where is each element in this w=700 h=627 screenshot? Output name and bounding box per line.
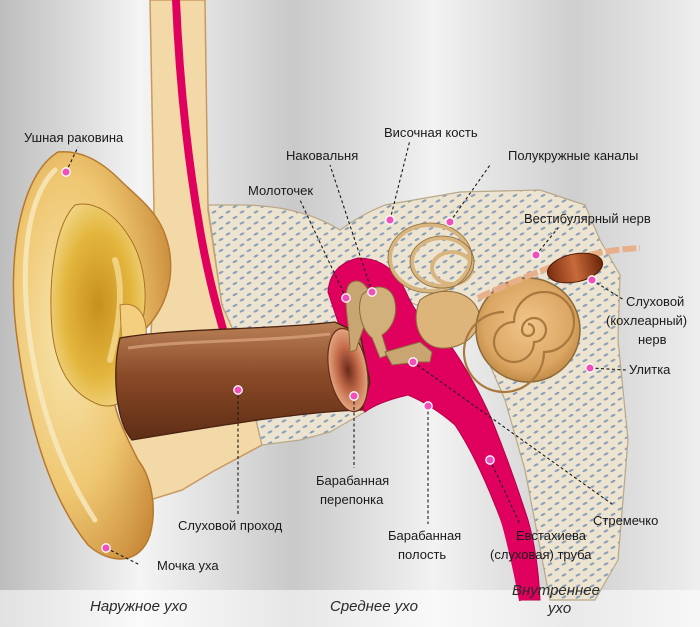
leader-lines [65,139,627,566]
zone-outer-ear: Наружное ухо [90,598,187,615]
cochlear-nerve-bundle [546,252,604,284]
label-cochlear-nerve-line2: (кохлеарный) [606,313,687,328]
label-semicircular-canals: Полукружные каналы [508,148,638,163]
label-malleus: Молоточек [248,183,313,198]
label-earlobe: Мочка уха [157,558,219,573]
label-cochlea: Улитка [629,362,671,377]
eardrum [327,327,369,413]
vestibule [415,290,480,349]
label-incus: Наковальня [286,148,358,163]
ear-canal-highlight [127,332,331,350]
label-tympanic-cavity-line1: Барабанная [388,528,461,543]
ear-canal [115,321,371,441]
zone-inner-ear-line1: Внутреннее [512,582,600,599]
antihelix [107,257,123,363]
label-temporal-bone: Височная кость [384,125,478,140]
label-tympanic-cavity-line2: полость [398,547,446,562]
label-eardrum-line1: Барабанная [316,473,389,488]
label-auricle: Ушная раковина [24,130,124,145]
labels: Ушная раковина Наковальня Височная кость… [24,125,687,573]
label-cochlear-nerve-line3: нерв [638,332,667,347]
helix-rim [22,167,98,523]
marker-dots [61,167,597,553]
label-cochlear-nerve-line1: Слуховой [626,294,684,309]
label-eardrum-line2: перепонка [320,492,384,507]
incus-shape [359,286,397,359]
label-vestibular-nerve: Вестибулярный нерв [524,211,651,226]
zone-inner-ear-line2: ухо [547,600,571,617]
semicircular-canals-edge [387,222,475,294]
blood-vessel [172,0,240,374]
label-ear-canal: Слуховой проход [178,518,283,533]
label-eustachian-line1: Евстахиева [516,528,587,543]
zone-middle-ear: Среднее ухо [330,598,418,615]
stapes-shape [384,341,433,366]
zone-captions: Наружное ухо Среднее ухо Внутреннее ухо [90,582,600,617]
label-eustachian-line2: (слуховая) труба [490,547,592,562]
label-stapes: Стремечко [593,513,658,528]
